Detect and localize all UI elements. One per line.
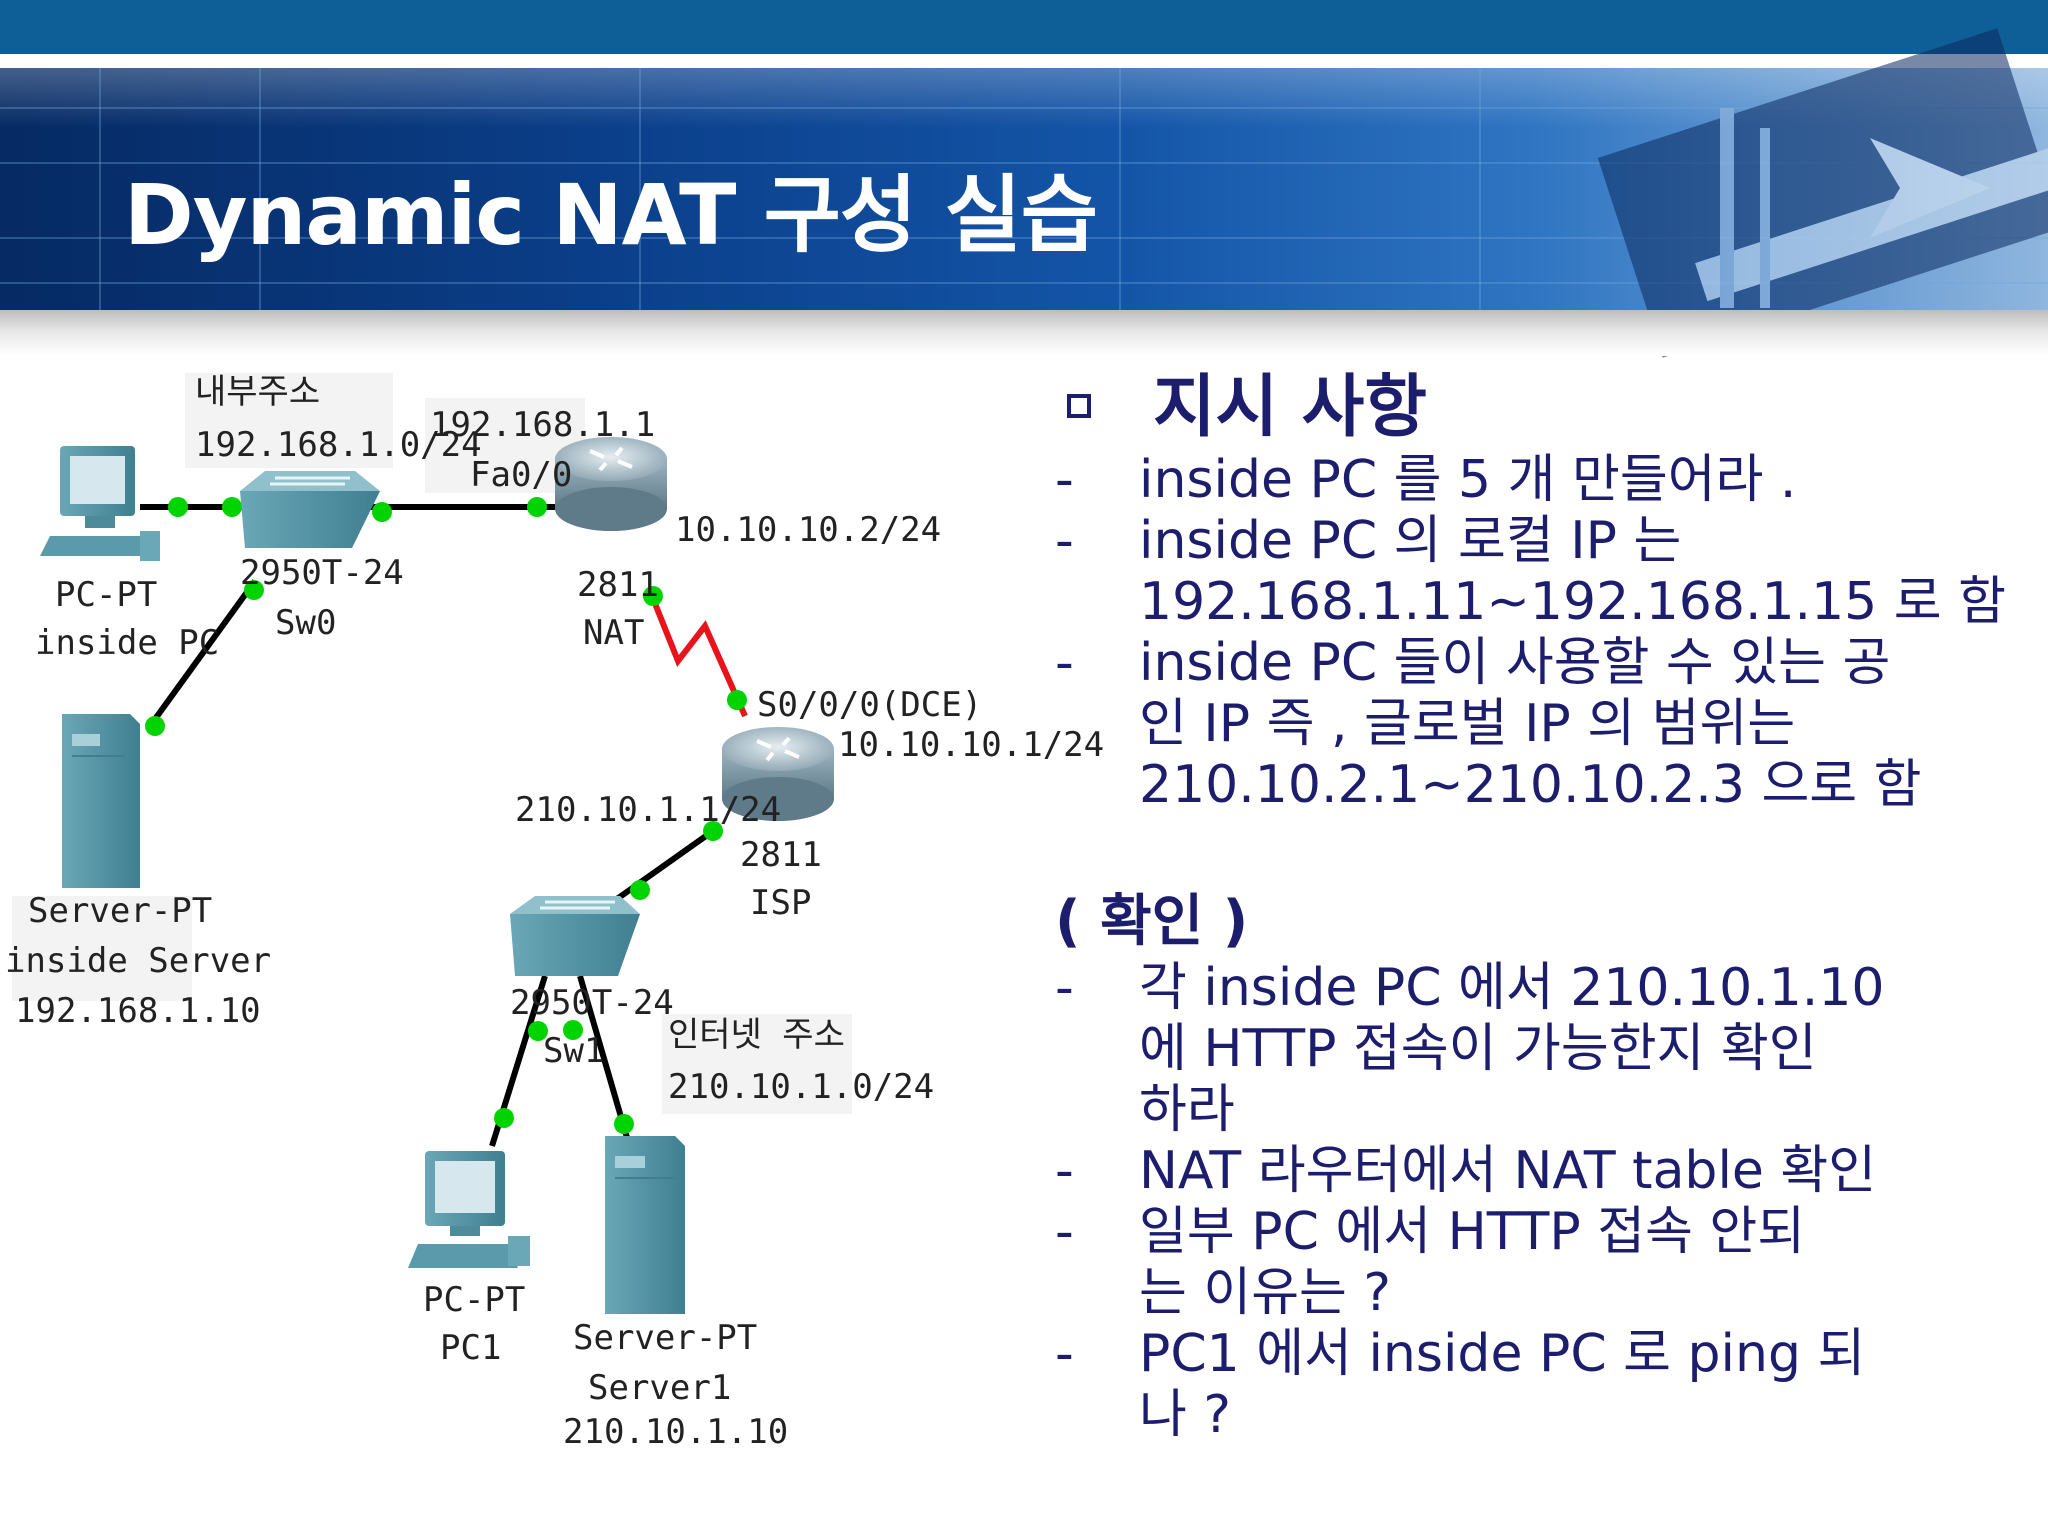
list-item-line: 210.10.2.1~210.10.2.3 으로 함 (1139, 755, 1922, 815)
server1-name: Server1 (588, 1368, 731, 1408)
list-item-line: inside PC 의 로컬 IP 는 (1139, 511, 1682, 571)
list-item-line: 각 inside PC 에서 210.10.1.10 (1139, 958, 1885, 1018)
pc-name: inside PC (35, 623, 219, 663)
nat-wan-ip: 10.10.10.2/24 (675, 510, 941, 550)
router-isp-icon (722, 727, 834, 821)
instruction-panel: 지시 사항 - inside PC 를 5 개 만들어라 . - inside PC … (1055, 366, 2040, 1446)
list-item-line: 인 IP 즉 , 글로벌 IP 의 범위는 (1139, 694, 1796, 754)
server-ip: 192.168.1.10 (15, 991, 261, 1031)
link-light (244, 580, 264, 600)
list-item-line: PC1 에서 inside PC 로 ping 되 (1139, 1324, 1866, 1384)
square-bullet-icon (1067, 394, 1091, 418)
list-item-line: NAT 라우터에서 NAT table 확인 (1139, 1141, 1877, 1201)
banner-shadow (0, 310, 2048, 356)
top-gap (0, 54, 2048, 68)
inner-address-title: 내부주소 (195, 372, 320, 412)
sw1-model: 2950T-24 (510, 983, 674, 1023)
inside-pc-icon (40, 446, 160, 561)
link-sw0-server (147, 579, 258, 728)
server-label-box (12, 896, 192, 1001)
server1-type: Server-PT (573, 1318, 757, 1358)
isp-name: ISP (750, 883, 811, 923)
top-bar (0, 0, 2048, 54)
list-item-line: 하라 (1139, 1080, 1235, 1140)
router-nat-icon (555, 437, 667, 531)
dash-bullet: - (1055, 511, 1074, 571)
list-item-line: 192.168.1.11~192.168.1.15 로 함 (1139, 572, 2006, 632)
check-heading: ( 확인 ) (1055, 889, 1249, 954)
link-light (222, 497, 242, 517)
link-light (727, 690, 747, 710)
server-type: Server-PT (28, 891, 212, 931)
isp-wan-ip: 10.10.10.1/24 (838, 725, 1104, 765)
gateway-ip: 192.168.1.1 (430, 405, 655, 445)
fa-interface: Fa0/0 (470, 455, 572, 495)
dash-bullet: - (1055, 1141, 1074, 1201)
sw1-name: Sw1 (543, 1031, 604, 1071)
inside-server-icon (62, 714, 140, 888)
instructions-heading-text: 지시 사항 (1153, 368, 1427, 447)
pc1-name: PC1 (440, 1328, 501, 1368)
switch-sw1-icon (510, 896, 640, 976)
dash-bullet: - (1055, 1202, 1074, 1262)
internet-address-title: 인터넷 주소 (668, 1015, 845, 1055)
list-item-line: inside PC 들이 사용할 수 있는 공 (1139, 633, 1891, 693)
inner-address-network: 192.168.1.0/24 (195, 425, 482, 465)
list-item-line: 일부 PC 에서 HTTP 접속 안되 (1139, 1202, 1806, 1262)
network-diagram: 내부주소 192.168.1.0/24 192.168.1.1 Fa0/0 10… (5, 372, 1104, 1452)
link-light (614, 1114, 634, 1134)
instructions-heading: 지시 사항 (1055, 366, 2040, 450)
link-lights (145, 497, 747, 1134)
nat-name: NAT (583, 613, 644, 653)
isp-lan-ip: 210.10.1.1/24 (515, 790, 781, 830)
link-sw1-server1 (577, 975, 631, 1142)
list-item: - inside PC 를 5 개 만들어라 . (1055, 450, 2040, 511)
internet-address-box (662, 1014, 852, 1114)
slide-title: Dynamic NAT 구성 실습 (124, 166, 1098, 264)
switch-sw0-icon (240, 471, 380, 548)
server-name: inside Server (5, 941, 271, 981)
instructions-list: - inside PC 를 5 개 만들어라 . - inside PC 의 로컬 I… (1055, 450, 2040, 816)
internet-address-network: 210.10.1.0/24 (668, 1067, 934, 1107)
banner-decoration (0, 28, 2048, 358)
isp-model: 2811 (740, 835, 822, 875)
link-light (528, 1021, 548, 1041)
link-light (527, 497, 547, 517)
list-item-line: 에 HTTP 접속이 가능한지 확인 (1139, 1019, 1817, 1079)
link-serial-nat-isp (647, 589, 748, 718)
pc1-type: PC-PT (423, 1280, 525, 1320)
list-item-line: 는 이유는 ? (1139, 1263, 1392, 1323)
list-item-line: inside PC 를 5 개 만들어라 . (1139, 450, 1797, 510)
link-light (630, 880, 650, 900)
link-light (643, 586, 663, 606)
sw0-name: Sw0 (275, 603, 336, 643)
nat-model: 2811 (577, 565, 659, 605)
link-light (145, 716, 165, 736)
sw0-model: 2950T-24 (240, 553, 404, 593)
dash-bullet: - (1055, 1324, 1074, 1384)
server1-ip: 210.10.1.10 (563, 1412, 788, 1452)
link-light (703, 821, 723, 841)
link-light (563, 1020, 583, 1040)
dash-bullet: - (1055, 958, 1074, 1018)
link-light (168, 497, 188, 517)
title-banner: Dynamic NAT 구성 실습 (0, 28, 2048, 358)
link-light (494, 1108, 514, 1128)
list-item-line: 나 ? (1139, 1385, 1231, 1445)
server1-icon (605, 1136, 685, 1314)
inner-address-box (185, 373, 393, 468)
dash-bullet: - (1055, 450, 1074, 510)
pc1-icon (408, 1151, 530, 1268)
list-item: - NAT 라우터에서 NAT table 확인 (1055, 1141, 2040, 1202)
link-light (372, 502, 392, 522)
pc-type: PC-PT (55, 575, 157, 615)
s0-interface: S0/0/0(DCE) (757, 685, 982, 725)
dash-bullet: - (1055, 633, 1074, 693)
